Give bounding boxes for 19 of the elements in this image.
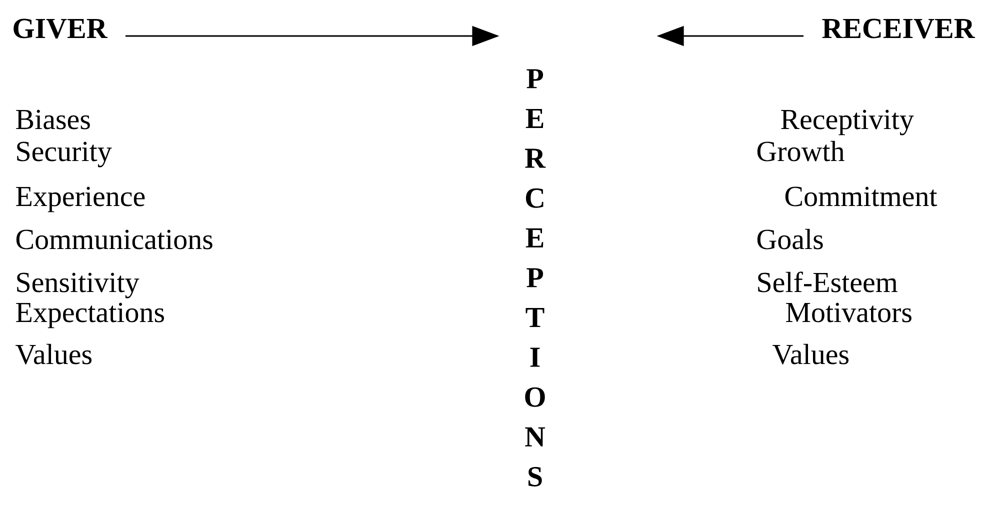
vertical-word: PERCEPTIONS [525,69,546,486]
list-item: Expectations [16,302,164,328]
heading-label: RECEIVER [822,18,976,38]
list-item: Growth [757,140,844,162]
arrow [124,26,498,46]
list-item: Sensitivity [17,272,140,298]
list-item: Values [16,344,92,364]
list-item: Goals [757,228,823,250]
list-item: Communications [16,230,212,250]
list-item: Motivators [786,302,912,322]
list-item: Receptivity [781,110,914,136]
list-item: Values [772,344,848,364]
list-item: Commitment [785,186,938,206]
list-item: Security [17,142,112,168]
list-item: Experience [16,186,145,212]
list-item: Biases [16,110,90,130]
arrow [658,26,804,46]
heading-label: GIVER [14,18,108,38]
list-item: Self-Esteem [758,272,898,292]
